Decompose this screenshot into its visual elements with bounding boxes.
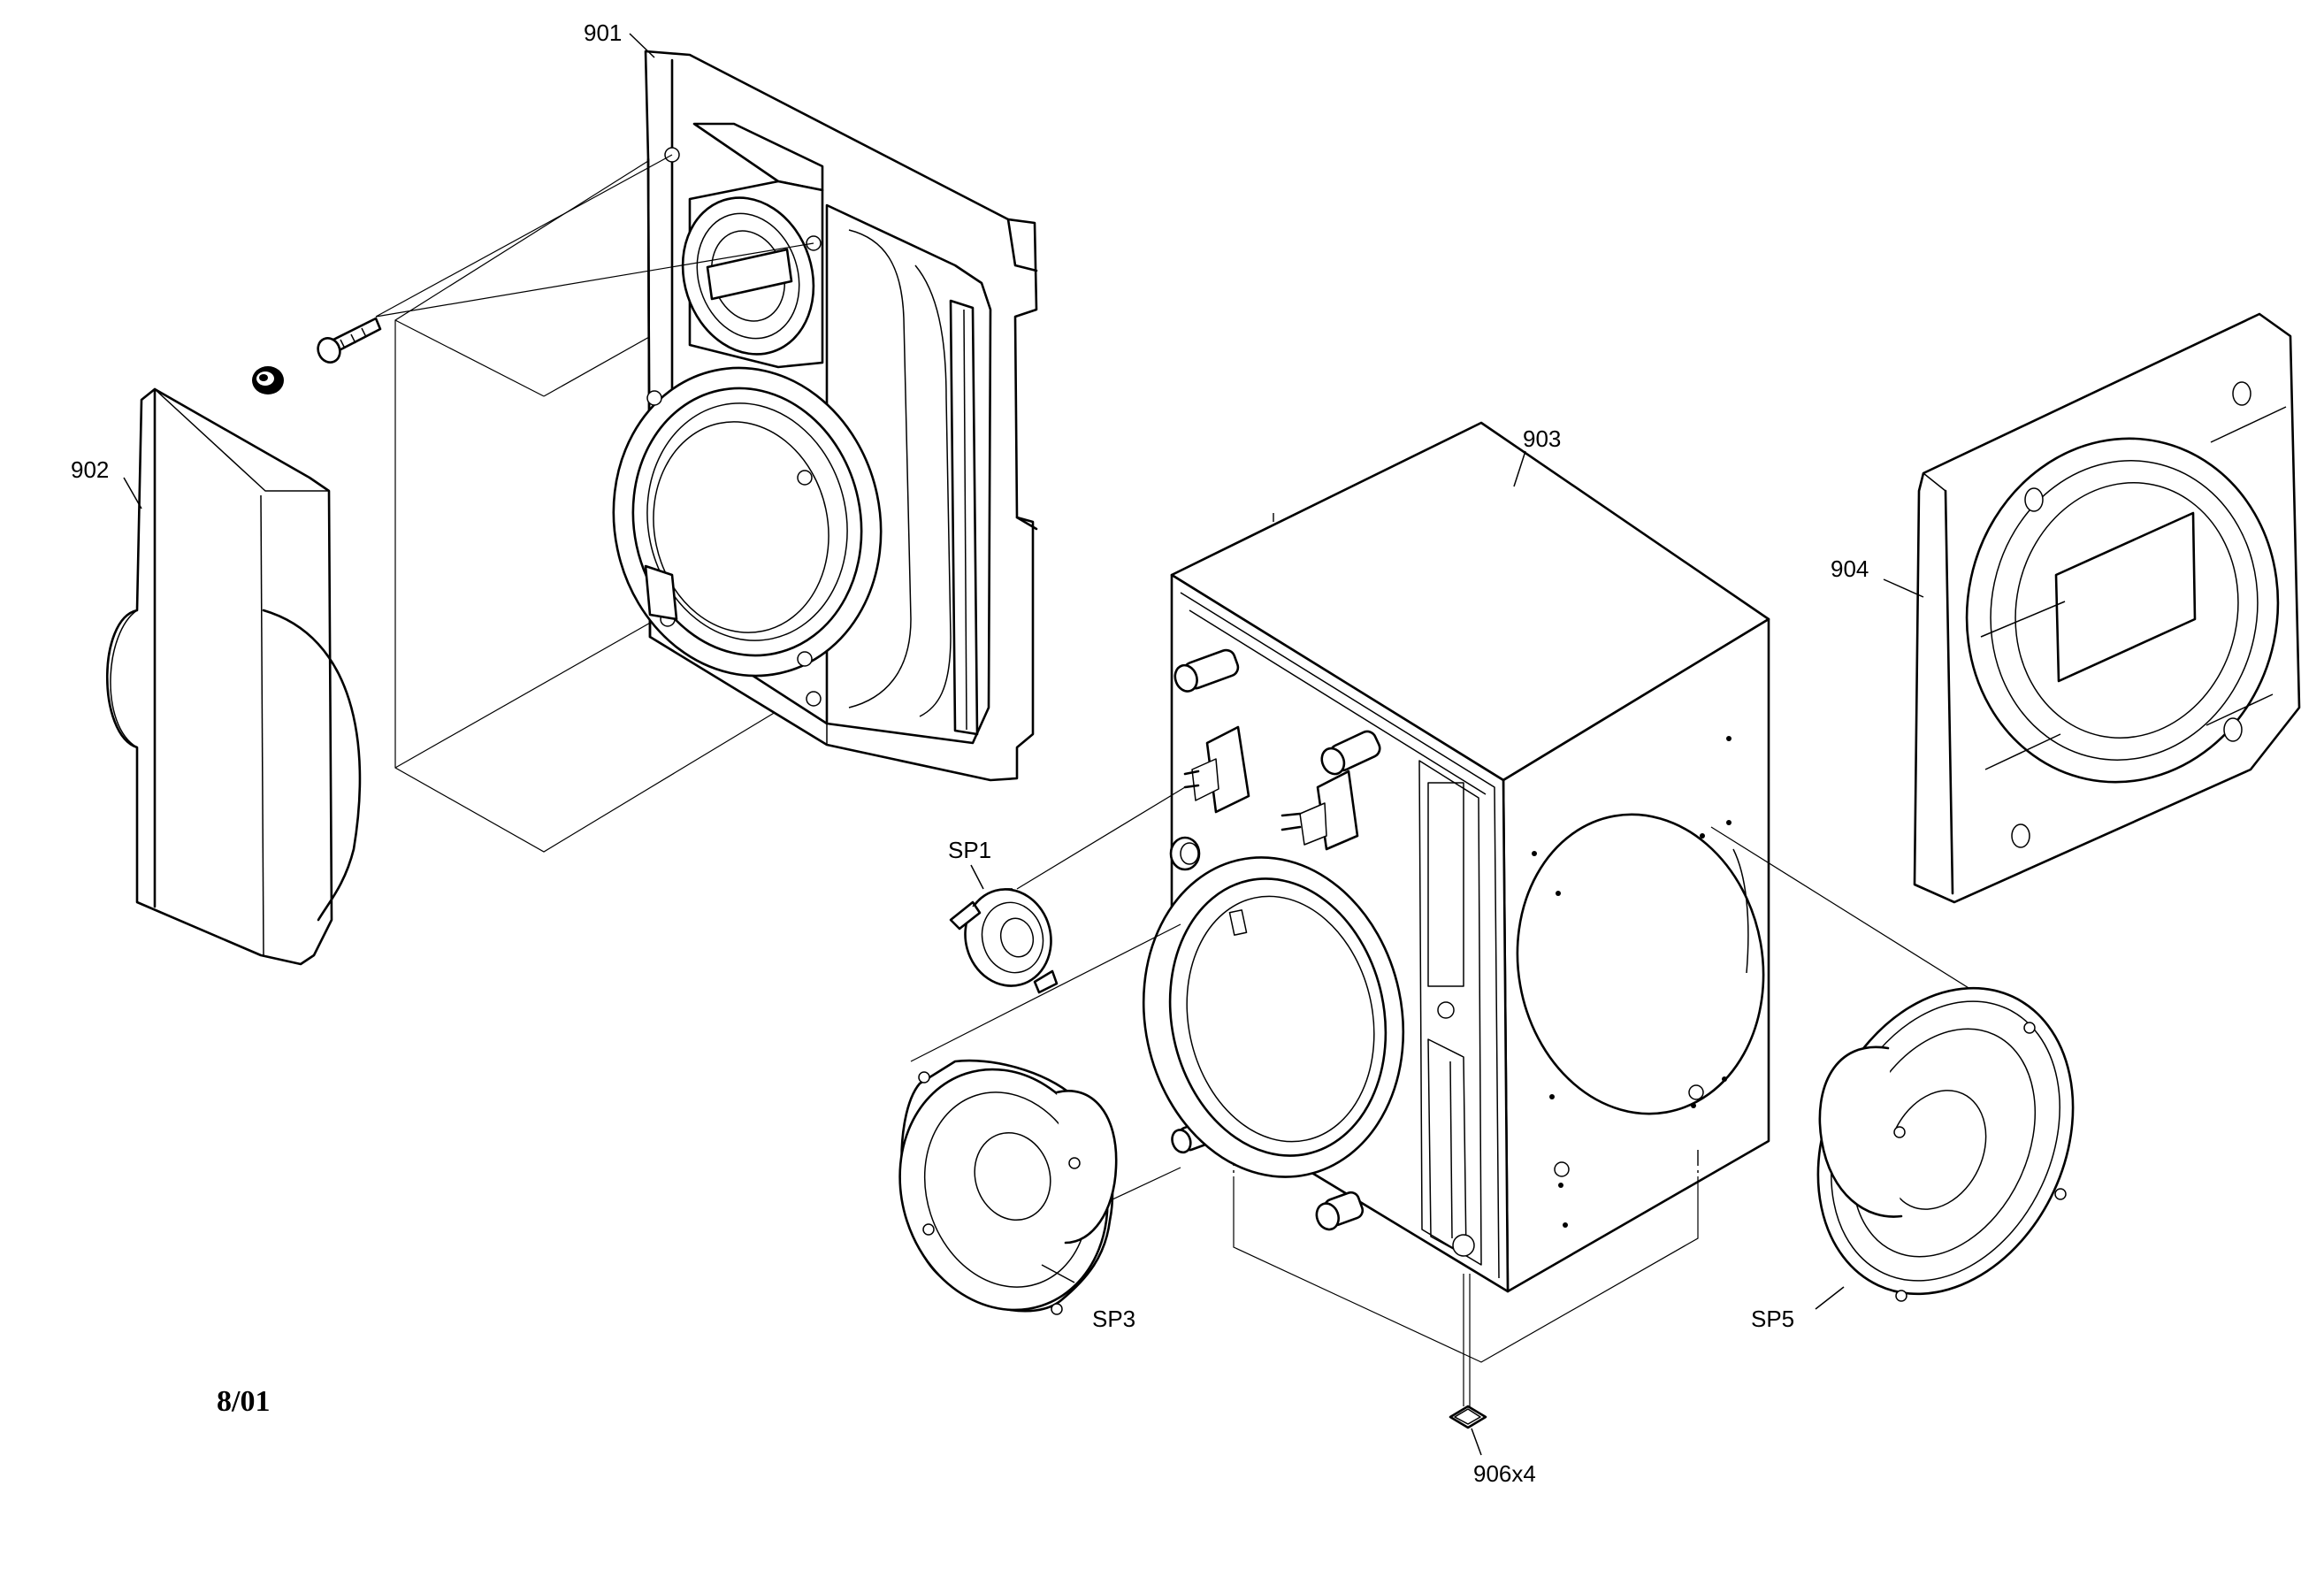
callout-903: 903 <box>1523 425 1561 452</box>
rear-baffle-904 <box>1913 312 2301 904</box>
callout-sp5: SP5 <box>1751 1306 1794 1332</box>
foot-pad-906 <box>1449 1405 1487 1429</box>
front-baffle-901 <box>612 50 1038 782</box>
screw-leader-lines <box>375 154 814 318</box>
screw-icon <box>317 317 382 364</box>
grommet-icon <box>252 366 284 394</box>
callout-904: 904 <box>1831 555 1869 582</box>
grille-902 <box>106 387 362 966</box>
woofer-sp5 <box>1710 826 2075 1302</box>
woofer-sp3 <box>898 923 1181 1315</box>
terminal-strip <box>1449 1061 1453 1239</box>
connectors <box>1142 648 1405 1231</box>
callout-leaders <box>123 33 1924 1456</box>
tweeter-sp1 <box>949 786 1186 994</box>
callout-902: 902 <box>71 456 109 483</box>
date-code: 8/01 <box>217 1385 270 1418</box>
callout-sp1: SP1 <box>948 837 991 863</box>
callout-906: 906x4 <box>1473 1460 1536 1487</box>
callout-901: 901 <box>584 19 622 46</box>
callout-sp3: SP3 <box>1092 1306 1135 1332</box>
